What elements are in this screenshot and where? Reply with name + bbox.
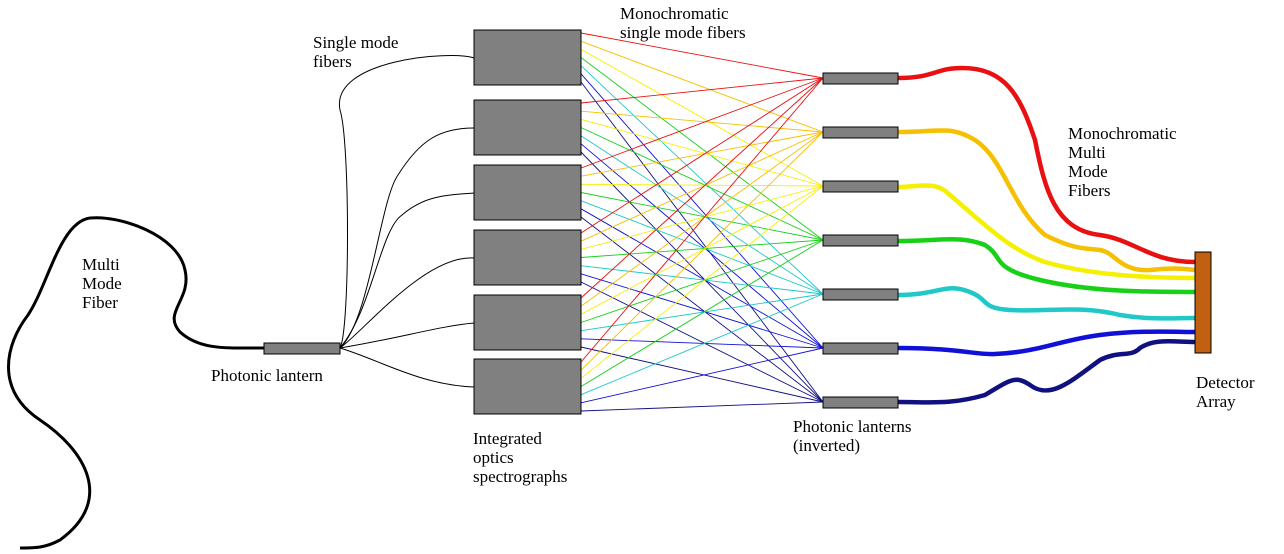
single-mode-fiber-line (580, 143, 824, 349)
inverted-lantern (822, 288, 899, 301)
photonic-lanterns-inverted-label: Photonic lanterns (inverted) (793, 417, 916, 455)
single-mode-fiber-line (580, 346, 824, 403)
single-mode-fiber-line (580, 77, 824, 234)
mmf-red (895, 65, 1198, 265)
single-mode-fiber-line (580, 265, 824, 295)
single-mode-fiber-line (580, 48, 824, 187)
single-mode-fiber-line (580, 32, 824, 79)
mmf-cyan (895, 285, 1198, 321)
single-mode-fiber-line (580, 273, 824, 349)
single-mode-fiber-line (580, 216, 824, 403)
single-mode-fiber-line (580, 131, 824, 307)
spectrograph-block (473, 229, 582, 286)
single-mode-fiber-line (580, 239, 824, 387)
mmf-yellow (895, 183, 1198, 281)
multi-mode-fiber (7, 216, 265, 550)
inverted-lantern (822, 180, 899, 193)
single-mode-fiber-line (580, 185, 824, 315)
spectrograph-block (473, 164, 582, 221)
inverted-lantern (822, 72, 899, 85)
photonic-lantern (263, 342, 341, 355)
photonic-lantern-label: Photonic lantern (211, 366, 323, 385)
single-mode-fiber-line (580, 185, 824, 379)
single-mode-fiber-line (580, 81, 824, 403)
monochromatic-multi-mode-fibers (895, 65, 1198, 405)
single-mode-fiber-line (580, 239, 824, 258)
single-mode-fiber-line (580, 135, 824, 295)
single-mode-fiber-line (580, 208, 824, 349)
single-mode-fibers (339, 55, 475, 388)
single-mode-fiber-line (580, 151, 824, 403)
single-mode-fiber-line (580, 127, 824, 241)
single-mode-fiber-line (580, 347, 824, 404)
single-mode-fiber-line (580, 239, 824, 323)
single-mode-fibers-label: Single mode fibers (313, 33, 403, 71)
single-mode-fiber-line (580, 110, 824, 133)
mmf-blue (895, 329, 1198, 357)
spectrograph-block (473, 99, 582, 156)
single-mode-fiber-line (580, 118, 824, 187)
monochromatic-single-mode-fibers (580, 32, 824, 412)
single-mode-fiber-line (580, 73, 824, 349)
single-mode-fiber-line (580, 200, 824, 295)
spectrograph-block (473, 294, 582, 351)
mmf-orange (895, 128, 1198, 273)
inverted-photonic-lanterns (822, 72, 899, 409)
monochromatic-single-mode-fibers-label: Monochromatic single mode fibers (620, 4, 746, 42)
inverted-lantern (822, 342, 899, 355)
single-mode-fiber-line (580, 77, 824, 104)
mmf-navy (895, 339, 1198, 405)
single-mode-fiber-line (580, 77, 824, 363)
single-mode-fiber-line (580, 293, 824, 396)
detector-array (1194, 251, 1212, 354)
spectrographs-label: Integrated optics spectrographs (473, 429, 567, 486)
monochromatic-multi-mode-fibers-label: Monochromatic Multi Mode Fibers (1068, 124, 1181, 200)
spectrograph-blocks (473, 29, 582, 415)
single-mode-fiber-line (580, 131, 824, 371)
inverted-lantern (822, 126, 899, 139)
single-mode-fiber-line (580, 401, 824, 412)
single-mode-fiber-line (580, 185, 824, 250)
single-mode-fiber-line (580, 65, 824, 295)
single-mode-fiber-line (580, 77, 824, 169)
spectrograph-block (473, 358, 582, 415)
single-mode-fiber-line (580, 192, 824, 241)
single-mode-fiber-line (580, 281, 824, 403)
multi-mode-fiber-label: Multi Mode Fiber (82, 255, 126, 312)
single-mode-fiber-line (580, 57, 824, 241)
single-mode-fiber-line (580, 131, 824, 177)
single-mode-fiber-line (580, 40, 824, 133)
single-mode-fiber-line (580, 293, 824, 332)
single-mode-fiber-line (580, 183, 824, 187)
mmf-green (895, 237, 1198, 295)
spectrograph-block (473, 29, 582, 86)
single-mode-fiber-line (580, 338, 824, 349)
inverted-lantern (822, 234, 899, 247)
single-mode-fiber-line (580, 77, 824, 299)
inverted-lantern (822, 396, 899, 409)
detector-array-label: Detector Array (1196, 373, 1259, 411)
single-mode-fiber-line (580, 131, 824, 242)
